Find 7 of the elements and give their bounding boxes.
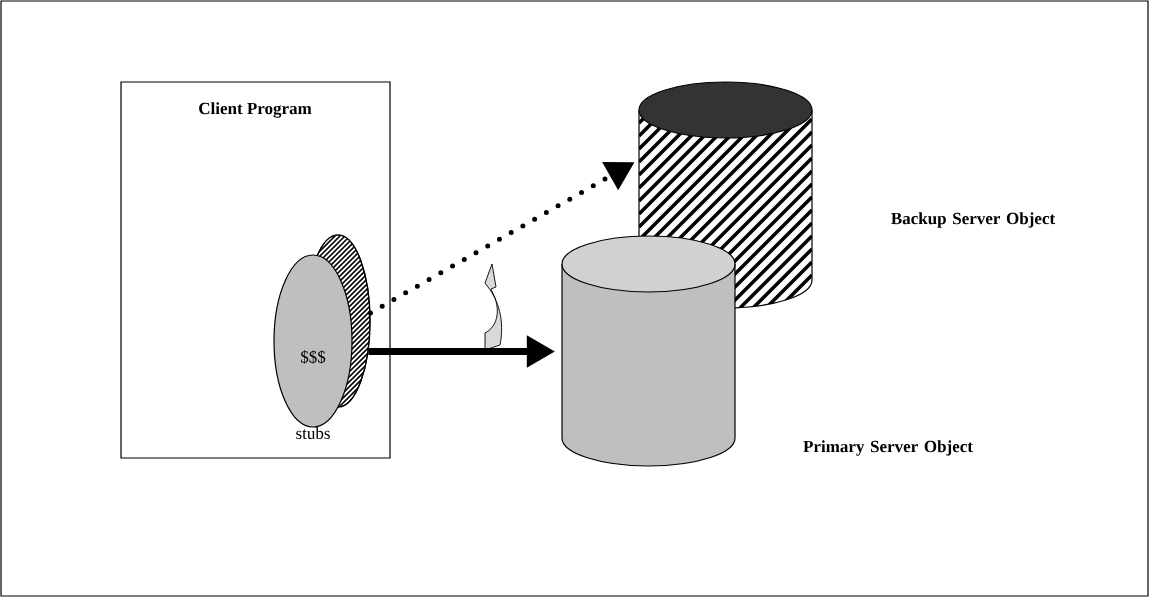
node-label: stubs: [296, 427, 330, 439]
node-label: Backup Server Object: [891, 212, 1056, 228]
arrow: [367, 162, 635, 316]
server-cylinder: Primary Server Object: [561, 235, 973, 467]
node-label: Primary Server Object: [803, 440, 973, 456]
arrow: [368, 335, 555, 368]
stub-ellipses: $$$: [273, 234, 371, 428]
